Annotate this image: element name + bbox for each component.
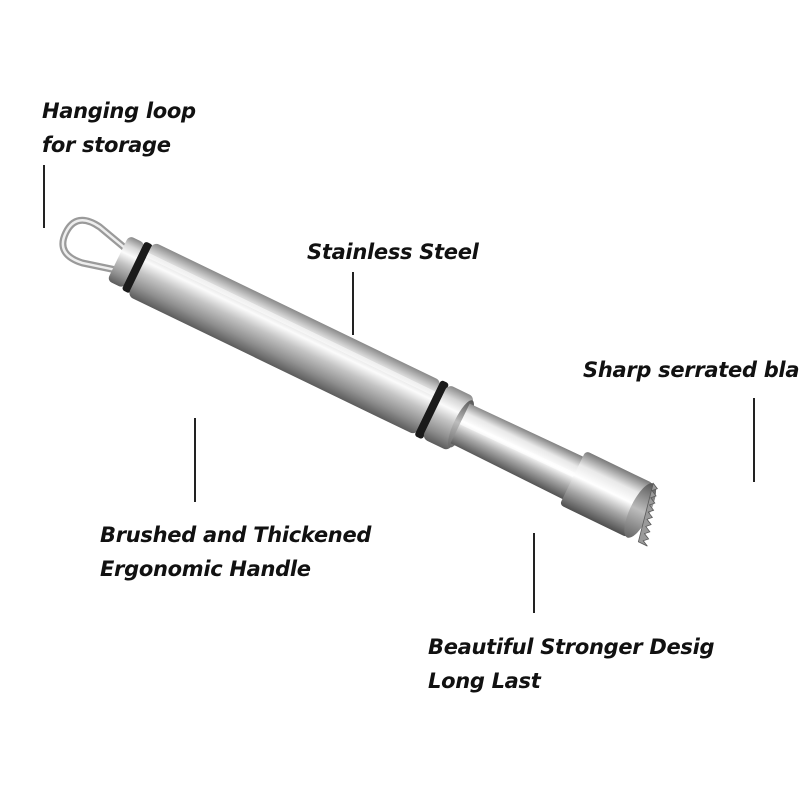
callout-design: Beautiful Stronger Desig Long Last — [428, 630, 715, 698]
leader-line-hanging-loop — [43, 165, 45, 228]
leader-line-design — [533, 533, 535, 613]
handle-body — [129, 243, 440, 434]
callout-handle: Brushed and Thickened Ergonomic Handle — [100, 518, 371, 586]
end-cap — [108, 237, 144, 287]
callout-hanging-loop-line1: Hanging loop — [42, 99, 196, 123]
callout-design-line2: Long Last — [428, 669, 541, 693]
callout-handle-line1: Brushed and Thickened — [100, 523, 372, 547]
serrated-edge — [637, 482, 658, 547]
rubber-ring — [122, 242, 153, 293]
leader-line-serrated-blade — [753, 398, 755, 482]
rubber-ring — [415, 380, 449, 439]
callout-design-line1: Beautiful Stronger Desig — [428, 635, 715, 659]
callout-hanging-loop-line2: for storage — [42, 133, 171, 157]
callout-serrated-blade: Sharp serrated blade — [583, 353, 800, 387]
leader-line-stainless-steel — [352, 272, 354, 335]
callout-stainless-steel: Stainless Steel — [307, 235, 479, 269]
callout-serrated-blade-line1: Sharp serrated blade — [583, 358, 800, 382]
leader-line-handle — [194, 418, 196, 502]
callout-stainless-steel-line1: Stainless Steel — [307, 240, 479, 264]
callout-hanging-loop: Hanging loop for storage — [42, 94, 196, 162]
callout-handle-line2: Ergonomic Handle — [100, 557, 311, 581]
collar — [423, 386, 473, 450]
